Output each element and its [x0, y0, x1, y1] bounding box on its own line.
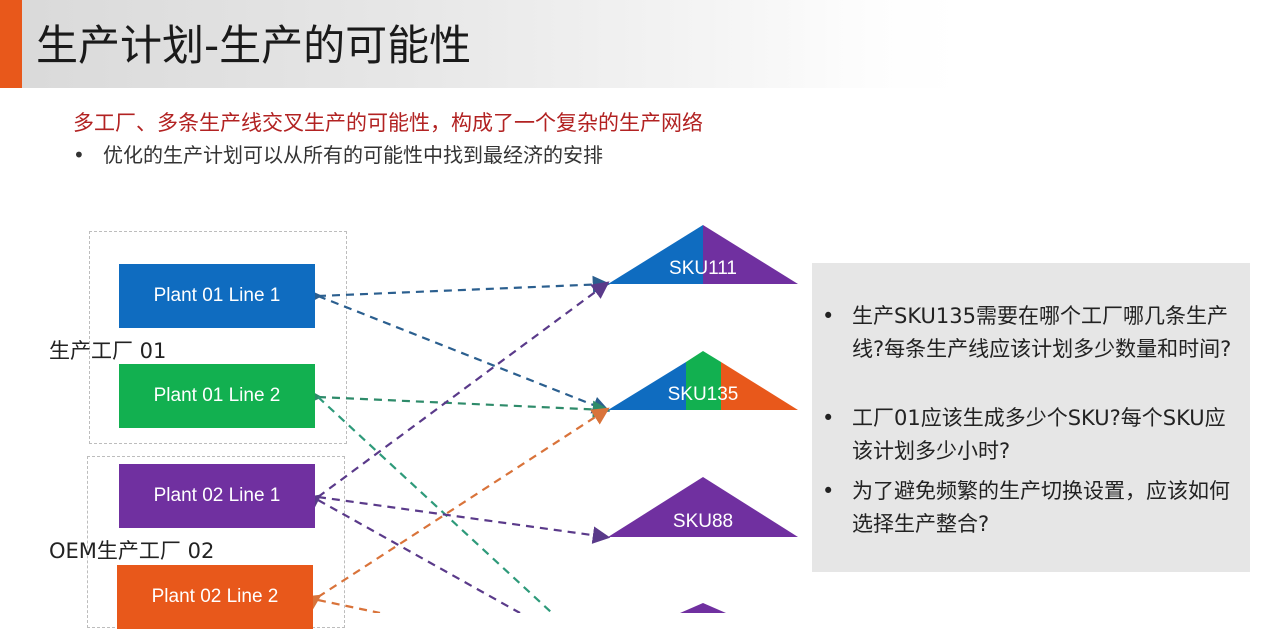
sku88-triangle: [608, 477, 798, 537]
intro-bullet-point: • 优化的生产计划可以从所有的可能性中找到最经济的安排: [73, 139, 603, 168]
plant-01-label: 生产工厂 01: [49, 339, 167, 363]
intro-highlight: 多工厂、多条生产线交叉生产的可能性，构成了一个复杂的生产网络: [73, 111, 703, 135]
line-label: Plant 01 Line 1: [153, 285, 281, 306]
link-p02l1-sku111: [302, 281, 610, 512]
intro-point-text: 优化的生产计划可以从所有的可能性中找到最经济的安排: [103, 143, 603, 167]
question-text: 为了避免频繁的生产切换设置，应该如何选择生产整合?: [852, 479, 1230, 536]
sku111-triangle: [608, 225, 798, 284]
plant-02-line-1[interactable]: Plant 02 Line 1: [119, 464, 315, 528]
link-p01l1-sku135: [317, 294, 611, 414]
line-label: Plant 02 Line 2: [151, 586, 279, 607]
plant-01-line-2[interactable]: Plant 01 Line 2: [119, 364, 315, 428]
bullet-icon: •: [822, 304, 835, 328]
plant-01-line-1[interactable]: Plant 01 Line 1: [119, 264, 315, 328]
sku135-label: SKU135: [667, 384, 739, 405]
plant-02-label: OEM生产工厂 02: [49, 539, 215, 563]
production-network-links: [302, 225, 798, 613]
line-label: Plant 02 Line 1: [153, 485, 281, 506]
link-p02l1-lower: [317, 499, 521, 613]
question-item: • 工厂01应该生成多少个SKU?每个SKU应该计划多少小时?: [822, 402, 1242, 468]
plant-02-line-2[interactable]: Plant 02 Line 2: [117, 565, 313, 629]
questions-panel: • 生产SKU135需要在哪个工厂哪几条生产线?每条生产线应该计划多少数量和时间…: [812, 263, 1250, 572]
link-p02l2-lower: [317, 598, 381, 613]
sku-partial-triangle: [680, 603, 726, 613]
link-p01l1-sku111: [304, 275, 611, 306]
sku88-label: SKU88: [672, 511, 734, 532]
bullet-icon: •: [822, 479, 835, 503]
page-title: 生产计划-生产的可能性: [36, 21, 472, 70]
question-item: • 生产SKU135需要在哪个工厂哪几条生产线?每条生产线应该计划多少数量和时间…: [822, 300, 1242, 366]
question-text: 生产SKU135需要在哪个工厂哪几条生产线?每条生产线应该计划多少数量和时间?: [852, 304, 1232, 361]
link-p01l2-sku135: [304, 387, 611, 419]
link-p01l2-lower: [317, 396, 553, 613]
bullet-icon: •: [73, 143, 85, 167]
title-bar: [0, 0, 1280, 88]
title-accent-bar: [0, 0, 22, 88]
line-label: Plant 01 Line 2: [153, 385, 281, 406]
question-item: • 为了避免频繁的生产切换设置，应该如何选择生产整合?: [822, 475, 1242, 541]
sku135-triangle: [608, 351, 798, 410]
question-text: 工厂01应该生成多少个SKU?每个SKU应该计划多少小时?: [852, 406, 1226, 463]
sku111-label: SKU111: [669, 258, 737, 279]
link-p02l2-sku135: [302, 407, 610, 612]
bullet-icon: •: [822, 406, 835, 430]
